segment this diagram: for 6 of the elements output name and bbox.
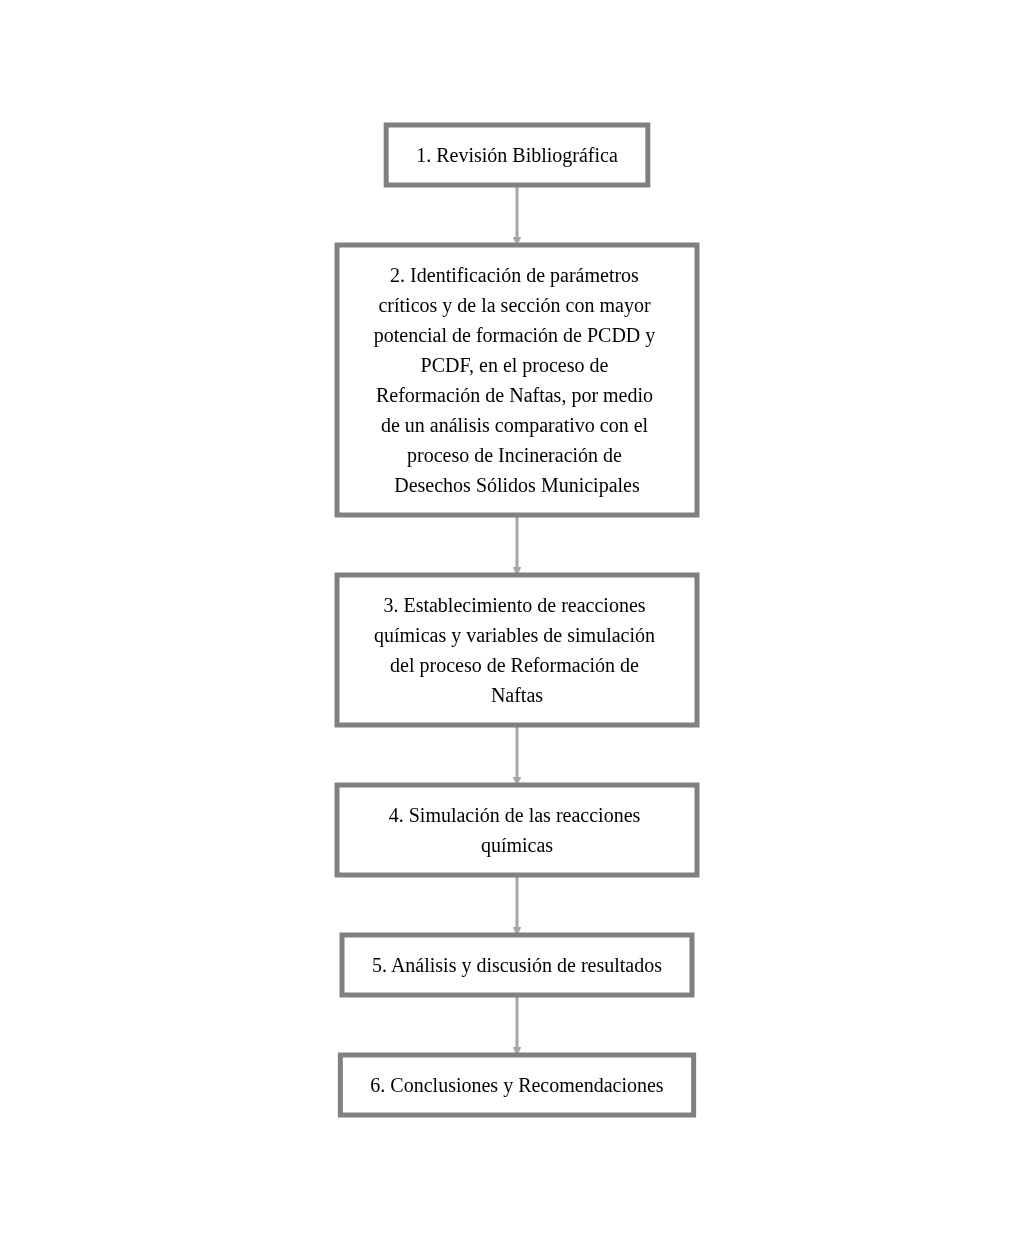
- node-box: 1. Revisión Bibliográfica: [383, 122, 651, 188]
- node-box: 3. Establecimiento de reacciones químicas y variables de simulación del proceso de Reformación de Naftas: [334, 572, 700, 728]
- node-box: 6. Conclusiones y Recomendaciones: [337, 1052, 697, 1118]
- node-box: 4. Simulación de las reacciones químicas: [334, 782, 700, 878]
- node-box: 5. Análisis y discusión de resultados: [339, 932, 695, 998]
- node-box: 2. Identificación de parámetros críticos y de la sección con mayor potencial de formación de PCDD y PCDF, en el proceso de Reformación de Naftas, por medio de un análisis comparativo con el proceso de Incineración de Desechos Sólidos Municipales: [334, 242, 700, 518]
